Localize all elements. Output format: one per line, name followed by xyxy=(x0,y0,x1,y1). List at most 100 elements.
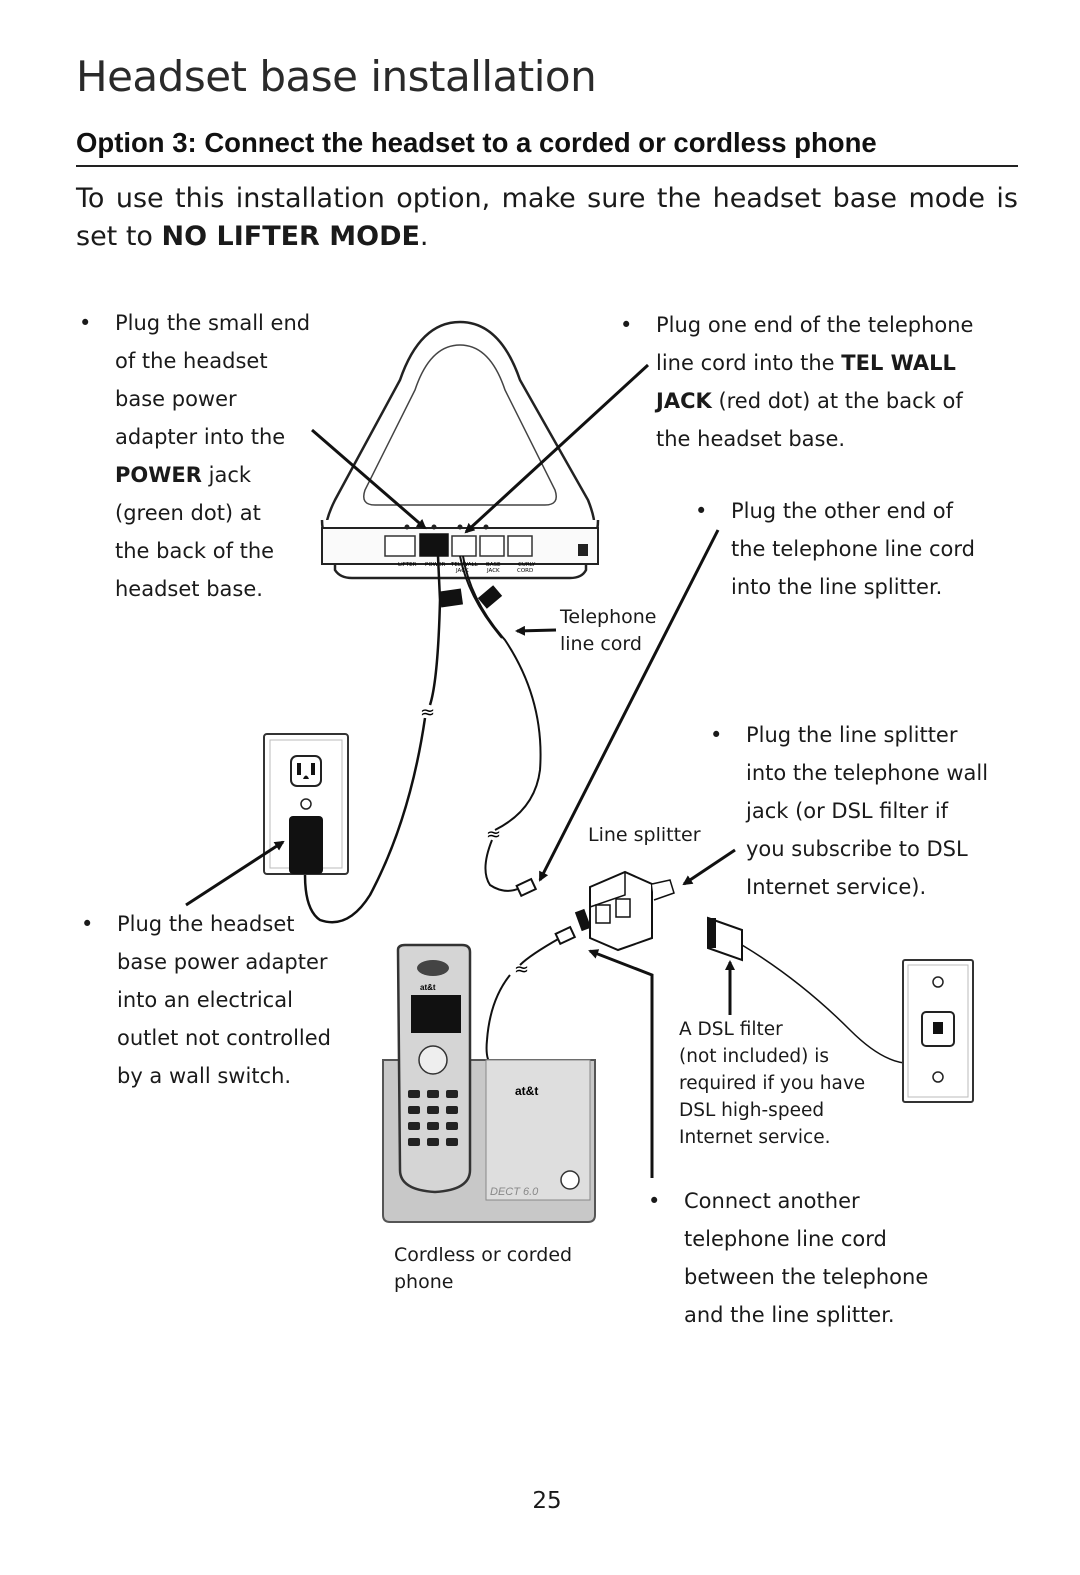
line-splitter xyxy=(574,870,675,952)
caption-line: phone xyxy=(394,1271,454,1293)
bullet-line: Plug one end of the telephone xyxy=(656,313,974,337)
port-label-lifter: LIFTER xyxy=(398,562,417,568)
bullet-another-cord: • Connect another telephone line cord be… xyxy=(648,1182,929,1334)
bullet-power-jack: • Plug the small end of the headset base… xyxy=(79,304,311,608)
port-label-cord: CORD xyxy=(517,568,533,574)
bullet-line: headset base. xyxy=(115,577,263,601)
arrow-line-splitter xyxy=(682,848,736,886)
bullet-line: the back of the xyxy=(115,539,275,563)
power-label: POWER xyxy=(115,463,202,487)
page-number: 25 xyxy=(532,1488,562,1514)
port-label-power: POWER xyxy=(425,562,446,568)
cordless-phone: at&t at&t DECT 6.0 xyxy=(382,943,596,1223)
telephone-line-cord xyxy=(459,555,542,892)
caption-line-splitter: Line splitter xyxy=(588,824,701,846)
caption-line: Cordless or corded xyxy=(394,1244,573,1266)
bullet-other-end: • Plug the other end of the telephone li… xyxy=(695,492,976,606)
bullet-outlet: • Plug the headset base power adapter in… xyxy=(81,905,331,1095)
bullet-line: (green dot) at xyxy=(115,501,261,525)
power-cord-clip xyxy=(438,588,464,608)
intro-text: To use this installation option, make su… xyxy=(76,183,1018,252)
bullet-line: of the headset xyxy=(115,349,268,373)
arrow-power-jack xyxy=(311,428,427,530)
bullet-line: between the telephone xyxy=(684,1265,929,1289)
arrow-another-cord xyxy=(588,949,654,1178)
power-suffix: jack xyxy=(201,463,252,487)
line-cord-plug-1 xyxy=(515,877,538,898)
phone-line-cord xyxy=(485,937,561,1066)
power-cord xyxy=(303,555,442,924)
port-label-jack-2: JACK xyxy=(486,568,500,574)
caption-line: A DSL filter xyxy=(679,1019,783,1040)
intro-suffix: . xyxy=(419,221,429,252)
bullet-line: the telephone line cord xyxy=(731,537,976,561)
bullet-line: base power adapter xyxy=(117,950,328,974)
bullet-line: line cord into the TEL WALL xyxy=(656,344,973,382)
bullet-dot: • xyxy=(695,499,708,523)
cord-break-mark-3: ≈ xyxy=(514,959,529,980)
pointer-arrows xyxy=(185,363,736,1178)
bullet-line: adapter into the xyxy=(115,425,286,449)
bullet-line: POWER jack xyxy=(115,456,310,494)
bullet-line: base power xyxy=(115,387,237,411)
bullet-line: Internet service). xyxy=(746,875,927,899)
caption-telephone-line-cord: Telephone line cord xyxy=(560,604,657,658)
caption-line: line cord xyxy=(560,633,642,655)
bullet-line: the headset base. xyxy=(656,427,846,451)
port-label-jack-1: JACK xyxy=(455,568,469,574)
bullet-dot: • xyxy=(648,1189,661,1213)
caption-phone: Cordless or corded phone xyxy=(394,1242,572,1296)
bullet-line: and the line splitter. xyxy=(684,1303,895,1327)
bullet-line: telephone line cord xyxy=(684,1227,887,1251)
caption-line: DSL high-speed xyxy=(679,1100,825,1121)
caption-line: Telephone xyxy=(560,606,657,628)
bullet-line: JACK (red dot) at the back of xyxy=(656,382,973,420)
caption-dsl-filter: A DSL filter (not included) is required … xyxy=(679,1016,865,1151)
line-prefix: line cord into the xyxy=(656,351,842,375)
option-heading: Option 3: Connect the headset to a corde… xyxy=(76,127,1018,167)
bullet-line: by a wall switch. xyxy=(117,1064,292,1088)
phone-brand-handset: at&t xyxy=(420,983,436,992)
bullet-line: Plug the other end of xyxy=(731,499,954,523)
electrical-outlet xyxy=(263,733,349,875)
phone-brand-base: at&t xyxy=(515,1084,538,1098)
headset-base: LIFTER POWER TEL WALL BASE CURLY JACK JA… xyxy=(320,320,600,580)
bullet-line: Plug the small end xyxy=(115,311,311,335)
bullet-line: Connect another xyxy=(684,1189,860,1213)
bullet-line: you subscribe to DSL xyxy=(746,837,968,861)
bullet-dot: • xyxy=(620,313,633,337)
bullet-line: jack (or DSL filter if xyxy=(746,799,949,823)
port-label-curly: CURLY xyxy=(518,562,536,568)
bullet-dot: • xyxy=(710,723,723,747)
arrow-tel-wall-jack xyxy=(464,363,650,534)
line-cord-plug-2 xyxy=(554,925,577,946)
bullet-line: into the telephone wall xyxy=(746,761,989,785)
bullet-line: outlet not controlled xyxy=(117,1026,331,1050)
bullet-line: Plug the line splitter xyxy=(746,723,958,747)
bullet-dot: • xyxy=(79,311,92,335)
intro-paragraph: To use this installation option, make su… xyxy=(76,180,1018,256)
phone-model: DECT 6.0 xyxy=(490,1186,539,1198)
arrow-other-end xyxy=(538,529,720,882)
bullet-line-splitter: • Plug the line splitter into the teleph… xyxy=(710,716,989,906)
bullet-line: into an electrical xyxy=(117,988,293,1012)
line-suffix: (red dot) at the back of xyxy=(711,389,963,413)
caption-line: (not included) is xyxy=(679,1046,830,1067)
page-title: Headset base installation xyxy=(76,52,597,101)
bullet-tel-wall-jack: • Plug one end of the telephone line cor… xyxy=(620,306,974,458)
tel-wall-label: TEL WALL xyxy=(841,351,956,375)
telephone-wall-jack xyxy=(902,959,974,1103)
intro-mode: NO LIFTER MODE xyxy=(161,221,420,252)
arrow-outlet xyxy=(185,840,285,907)
bullet-line: into the line splitter. xyxy=(731,575,943,599)
jack-label: JACK xyxy=(656,389,712,413)
port-label-base: BASE xyxy=(486,562,501,568)
arrow-telephone-line-cord xyxy=(515,625,557,636)
line-cord-clip xyxy=(477,585,503,609)
bullet-dot: • xyxy=(81,912,94,936)
caption-line: Internet service. xyxy=(679,1127,831,1148)
bullet-line: Plug the headset xyxy=(117,912,295,936)
cord-break-mark: ≈ xyxy=(420,702,435,723)
cord-break-mark-2: ≈ xyxy=(486,824,501,845)
